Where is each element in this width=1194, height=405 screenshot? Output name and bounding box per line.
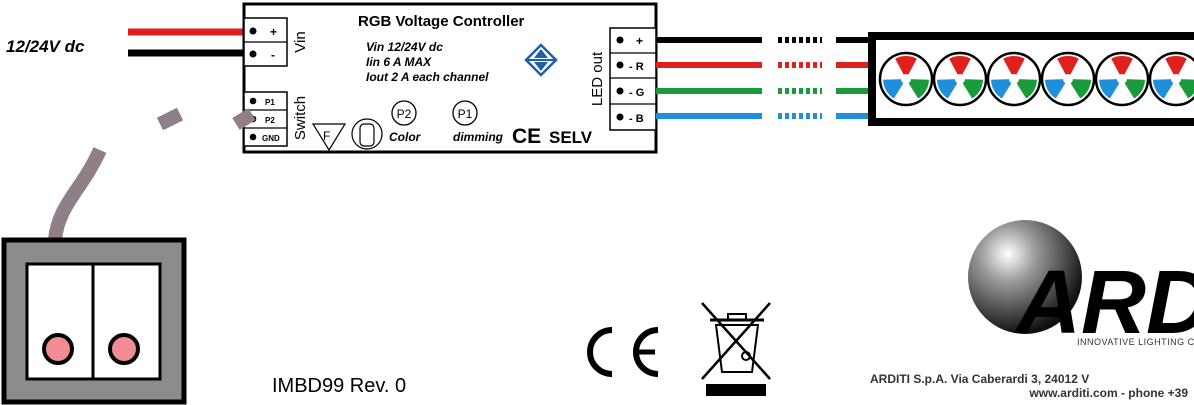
lamp-symbol-icon	[351, 118, 383, 150]
terminal-dot	[249, 133, 257, 141]
rgb-led	[1148, 51, 1194, 107]
cable-segment	[232, 108, 256, 130]
brand-diamond-icon	[524, 43, 558, 77]
selv-label: SELV	[549, 128, 593, 147]
svg-text:F: F	[323, 129, 330, 143]
switch-gnd-label: GND	[262, 134, 280, 143]
output-wires	[656, 37, 874, 119]
ce-mark-small: CE	[512, 125, 541, 148]
switch-label: Switch	[292, 96, 309, 140]
terminal-dot	[249, 50, 257, 58]
p1-label: P1	[458, 107, 473, 121]
vin-minus-label: -	[271, 48, 275, 62]
rgb-led	[878, 51, 934, 107]
terminal-dot	[616, 36, 624, 44]
led-strip	[868, 32, 1194, 126]
company-web-phone: www.arditi.com - phone +39	[1028, 386, 1188, 400]
switch-p2-label: P2	[265, 116, 275, 125]
p2-label: P2	[397, 107, 412, 121]
logo-sphere	[968, 220, 1082, 334]
ce-mark-icon	[587, 327, 659, 377]
controller-title: RGB Voltage Controller	[358, 13, 525, 30]
supply-voltage-label: 12/24V dc	[6, 37, 85, 56]
dimming-label: dimming	[453, 130, 504, 144]
p2-button-symbol	[391, 100, 417, 126]
rgb-led	[986, 51, 1042, 107]
logo-tagline: INNOVATIVE LIGHTING C	[1077, 337, 1194, 347]
spec-iin: Iin 6 A MAX	[366, 55, 432, 69]
ledout-label: LED out	[589, 51, 606, 106]
revision-label: IMBD99 Rev. 0	[272, 375, 406, 397]
out-plus-label: +	[636, 34, 643, 48]
arditi-logo: ARD INNOVATIVE LIGHTING C	[968, 220, 1194, 353]
controller-box: + - Vin P1 P2 GND Switch RGB Voltage Con…	[242, 2, 658, 154]
color-label: Color	[389, 130, 422, 144]
out-b-label: - B	[629, 113, 644, 125]
rgb-led	[1040, 51, 1096, 107]
terminal-dot	[249, 97, 257, 105]
switch-button-left[interactable]	[42, 333, 74, 365]
spec-iout: Iout 2 A each channel	[366, 70, 489, 84]
switch-plate	[1, 107, 256, 405]
company-address: ARDITI S.p.A. Via Caberardi 3, 24012 V	[870, 372, 1089, 386]
controller-outline	[242, 2, 658, 154]
vin-plus-label: +	[270, 25, 277, 39]
supply-wires	[128, 28, 250, 57]
f-mark-icon: F	[311, 123, 347, 152]
out-r-label: - R	[629, 61, 644, 73]
out-g-label: - G	[629, 87, 644, 99]
terminal-dot	[616, 87, 624, 95]
terminal-dot	[616, 113, 624, 121]
switch-p1-label: P1	[265, 98, 275, 107]
terminal-dot	[616, 61, 624, 69]
switch-cable	[48, 147, 107, 241]
terminal-dot	[249, 27, 257, 35]
p1-button-symbol	[452, 100, 478, 126]
switch-button-right[interactable]	[108, 333, 140, 365]
vin-label: Vin	[292, 31, 309, 52]
weee-bin-icon	[701, 302, 771, 396]
cable-segment	[156, 107, 184, 131]
spec-vin: Vin 12/24V dc	[366, 40, 443, 54]
ledout-terminal-block	[609, 27, 657, 131]
rgb-led	[932, 51, 988, 107]
logo-letters: ARD	[1014, 253, 1194, 353]
rgb-led	[1094, 51, 1150, 107]
